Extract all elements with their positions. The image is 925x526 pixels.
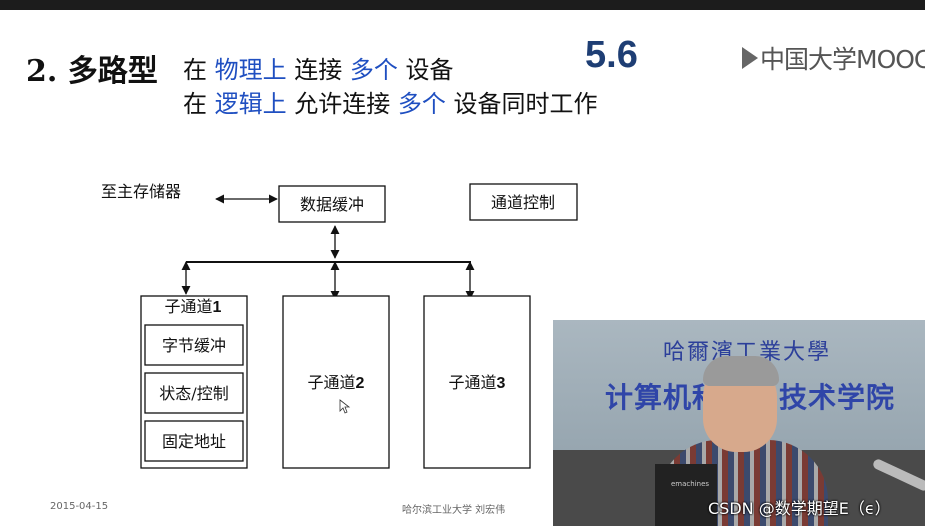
line2-part1: 在 bbox=[183, 90, 215, 118]
lecturer-hair bbox=[703, 356, 779, 386]
mooc-logo-text: 中国大学MOOC bbox=[760, 45, 925, 74]
fixed-address-box bbox=[144, 420, 244, 462]
subchannel3-title: 子通道3 bbox=[449, 373, 506, 392]
subchannel2-number: 2 bbox=[356, 375, 365, 392]
line1-part1: 在 bbox=[183, 56, 215, 84]
mouse-cursor-icon bbox=[339, 399, 351, 414]
subchannel2-title: 子通道2 bbox=[308, 373, 365, 392]
line2-highlight-logical: 逻辑上 bbox=[214, 90, 287, 118]
byte-buffer-label: 字节缓冲 bbox=[162, 336, 226, 355]
footer-date: 2015-04-15 bbox=[50, 501, 109, 512]
data-buffer-label: 数据缓冲 bbox=[300, 195, 364, 214]
line1-part3: 设备 bbox=[397, 56, 454, 84]
lecturer-video: 哈爾濱工業大學 计算机科学与技术学院 emachines bbox=[553, 320, 925, 526]
data-buffer-box bbox=[278, 185, 386, 223]
subchannel2-name: 子通道 bbox=[308, 373, 356, 392]
top-bar bbox=[0, 0, 925, 10]
laptop bbox=[655, 464, 717, 526]
line1-highlight-physical: 物理上 bbox=[214, 56, 287, 84]
subchannel2-box bbox=[282, 295, 390, 469]
subchannel3-box bbox=[423, 295, 531, 469]
csdn-watermark: CSDN @数学期望E（ϵ） bbox=[708, 499, 891, 518]
subchannel1-title: 子通道1 bbox=[165, 297, 222, 316]
line1-highlight-multiple: 多个 bbox=[349, 56, 398, 84]
subchannel1-name: 子通道 bbox=[165, 297, 213, 316]
line2-highlight-multiple: 多个 bbox=[397, 90, 446, 118]
mooc-logo-icon bbox=[742, 47, 758, 69]
footer-institution: 哈尔滨工业大学 刘宏伟 bbox=[402, 505, 506, 516]
subchannel1-number: 1 bbox=[213, 299, 222, 316]
byte-buffer-box bbox=[144, 324, 244, 366]
section-number: 5.6 bbox=[585, 34, 638, 76]
subchannel3-number: 3 bbox=[497, 375, 506, 392]
logical-description: 在 逻辑上 允许连接 多个 设备同时工作 bbox=[183, 84, 598, 119]
channel-control-box bbox=[469, 183, 578, 221]
status-control-label: 状态/控制 bbox=[159, 384, 228, 403]
status-control-box bbox=[144, 372, 244, 414]
fixed-address-label: 固定地址 bbox=[162, 432, 226, 451]
channel-control-label: 通道控制 bbox=[491, 193, 555, 212]
subchannel3-name: 子通道 bbox=[449, 373, 497, 392]
mooc-logo: 中国大学MOOC bbox=[742, 40, 925, 76]
laptop-brand: emachines bbox=[671, 480, 710, 488]
line2-part2: 允许连接 bbox=[286, 90, 398, 118]
line2-part3: 设备同时工作 bbox=[445, 90, 598, 118]
slide-heading: 2. 多路型 bbox=[26, 54, 158, 89]
physical-description: 在 物理上 连接 多个 设备 bbox=[183, 50, 454, 85]
line1-part2: 连接 bbox=[286, 56, 350, 84]
main-memory-label: 至主存储器 bbox=[101, 182, 181, 201]
